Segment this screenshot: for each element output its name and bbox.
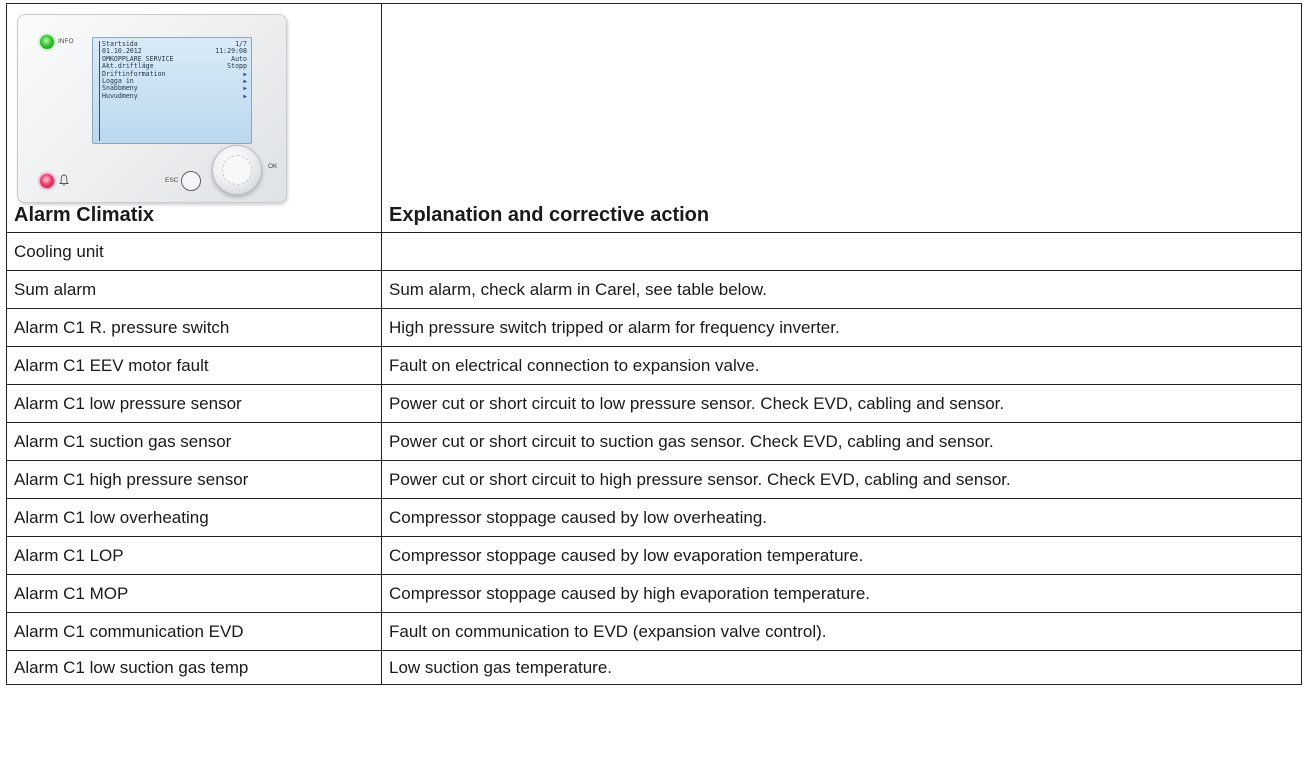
- display-datetime-row: 01.10.2012 11:29:08: [102, 47, 247, 56]
- header-cell-explanation: Explanation and corrective action: [381, 3, 1302, 233]
- alarm-led-icon: [40, 174, 54, 188]
- explanation-cell: Compressor stoppage caused by high evapo…: [381, 574, 1302, 613]
- explanation-cell: Power cut or short circuit to low pressu…: [381, 384, 1302, 423]
- display-divider: [99, 41, 100, 141]
- alarm-name-cell: Alarm C1 low overheating: [6, 498, 382, 537]
- esc-label: ESC: [165, 177, 179, 184]
- display-row: Logga in▶: [102, 77, 247, 86]
- esc-button: [181, 171, 201, 191]
- display-page: 1/7: [235, 40, 247, 48]
- ok-rotary-knob: [212, 145, 262, 195]
- display-arrow-icon: ▶: [243, 78, 247, 86]
- ok-label: OK: [268, 163, 278, 170]
- display-title: Startsida: [102, 40, 138, 48]
- column-header-alarm: Alarm Climatix: [14, 204, 155, 226]
- display-time: 11:29:08: [215, 47, 247, 56]
- alarm-table: INFO Startsida 1/7 01.10.2012 11:29:08 O…: [6, 3, 1302, 685]
- display-row: Huvudmeny▶: [102, 91, 247, 100]
- table-header-row: INFO Startsida 1/7 01.10.2012 11:29:08 O…: [6, 3, 1302, 233]
- alarm-name-cell: Alarm C1 low suction gas temp: [6, 650, 382, 685]
- explanation-cell: Power cut or short circuit to suction ga…: [381, 422, 1302, 461]
- display-row: Driftinformation▶: [102, 69, 247, 78]
- alarm-name-cell: Alarm C1 EEV motor fault: [6, 346, 382, 385]
- alarm-name-cell: Alarm C1 R. pressure switch: [6, 308, 382, 347]
- alarm-name-cell: Alarm C1 high pressure sensor: [6, 460, 382, 499]
- column-header-explanation: Explanation and corrective action: [389, 204, 710, 226]
- alarm-name-cell: Alarm C1 suction gas sensor: [6, 422, 382, 461]
- alarm-name-cell: Alarm C1 communication EVD: [6, 612, 382, 651]
- explanation-cell: Sum alarm, check alarm in Carel, see tab…: [381, 270, 1302, 309]
- alarm-name-cell: Sum alarm: [6, 270, 382, 309]
- display-row: Snabbmeny▶: [102, 84, 247, 93]
- bell-icon: [59, 174, 69, 186]
- explanation-cell: Fault on communication to EVD (expansion…: [381, 612, 1302, 651]
- info-led-icon: [40, 35, 54, 49]
- header-cell-alarm: INFO Startsida 1/7 01.10.2012 11:29:08 O…: [6, 3, 382, 233]
- explanation-cell: [381, 232, 1302, 271]
- alarm-name-cell: Alarm C1 low pressure sensor: [6, 384, 382, 423]
- display-arrow-icon: ▶: [243, 85, 247, 93]
- display-title-row: Startsida 1/7: [102, 40, 247, 48]
- climatix-controller-image: INFO Startsida 1/7 01.10.2012 11:29:08 O…: [17, 14, 287, 203]
- display-date: 01.10.2012: [102, 47, 142, 56]
- alarm-name-cell: Alarm C1 MOP: [6, 574, 382, 613]
- explanation-cell: High pressure switch tripped or alarm fo…: [381, 308, 1302, 347]
- display-arrow-icon: ▶: [243, 92, 247, 100]
- controller-display: Startsida 1/7 01.10.2012 11:29:08 OMKOPP…: [92, 37, 252, 144]
- explanation-cell: Compressor stoppage caused by low overhe…: [381, 498, 1302, 537]
- display-arrow-icon: ▶: [243, 70, 247, 78]
- table-row: Cooling unit: [6, 232, 1302, 271]
- alarm-name-cell: Alarm C1 LOP: [6, 536, 382, 575]
- explanation-cell: Low suction gas temperature.: [381, 650, 1302, 685]
- explanation-cell: Compressor stoppage caused by low evapor…: [381, 536, 1302, 575]
- alarm-name-cell: Cooling unit: [6, 232, 382, 271]
- explanation-cell: Fault on electrical connection to expans…: [381, 346, 1302, 385]
- explanation-cell: Power cut or short circuit to high press…: [381, 460, 1302, 499]
- info-label: INFO: [58, 38, 74, 45]
